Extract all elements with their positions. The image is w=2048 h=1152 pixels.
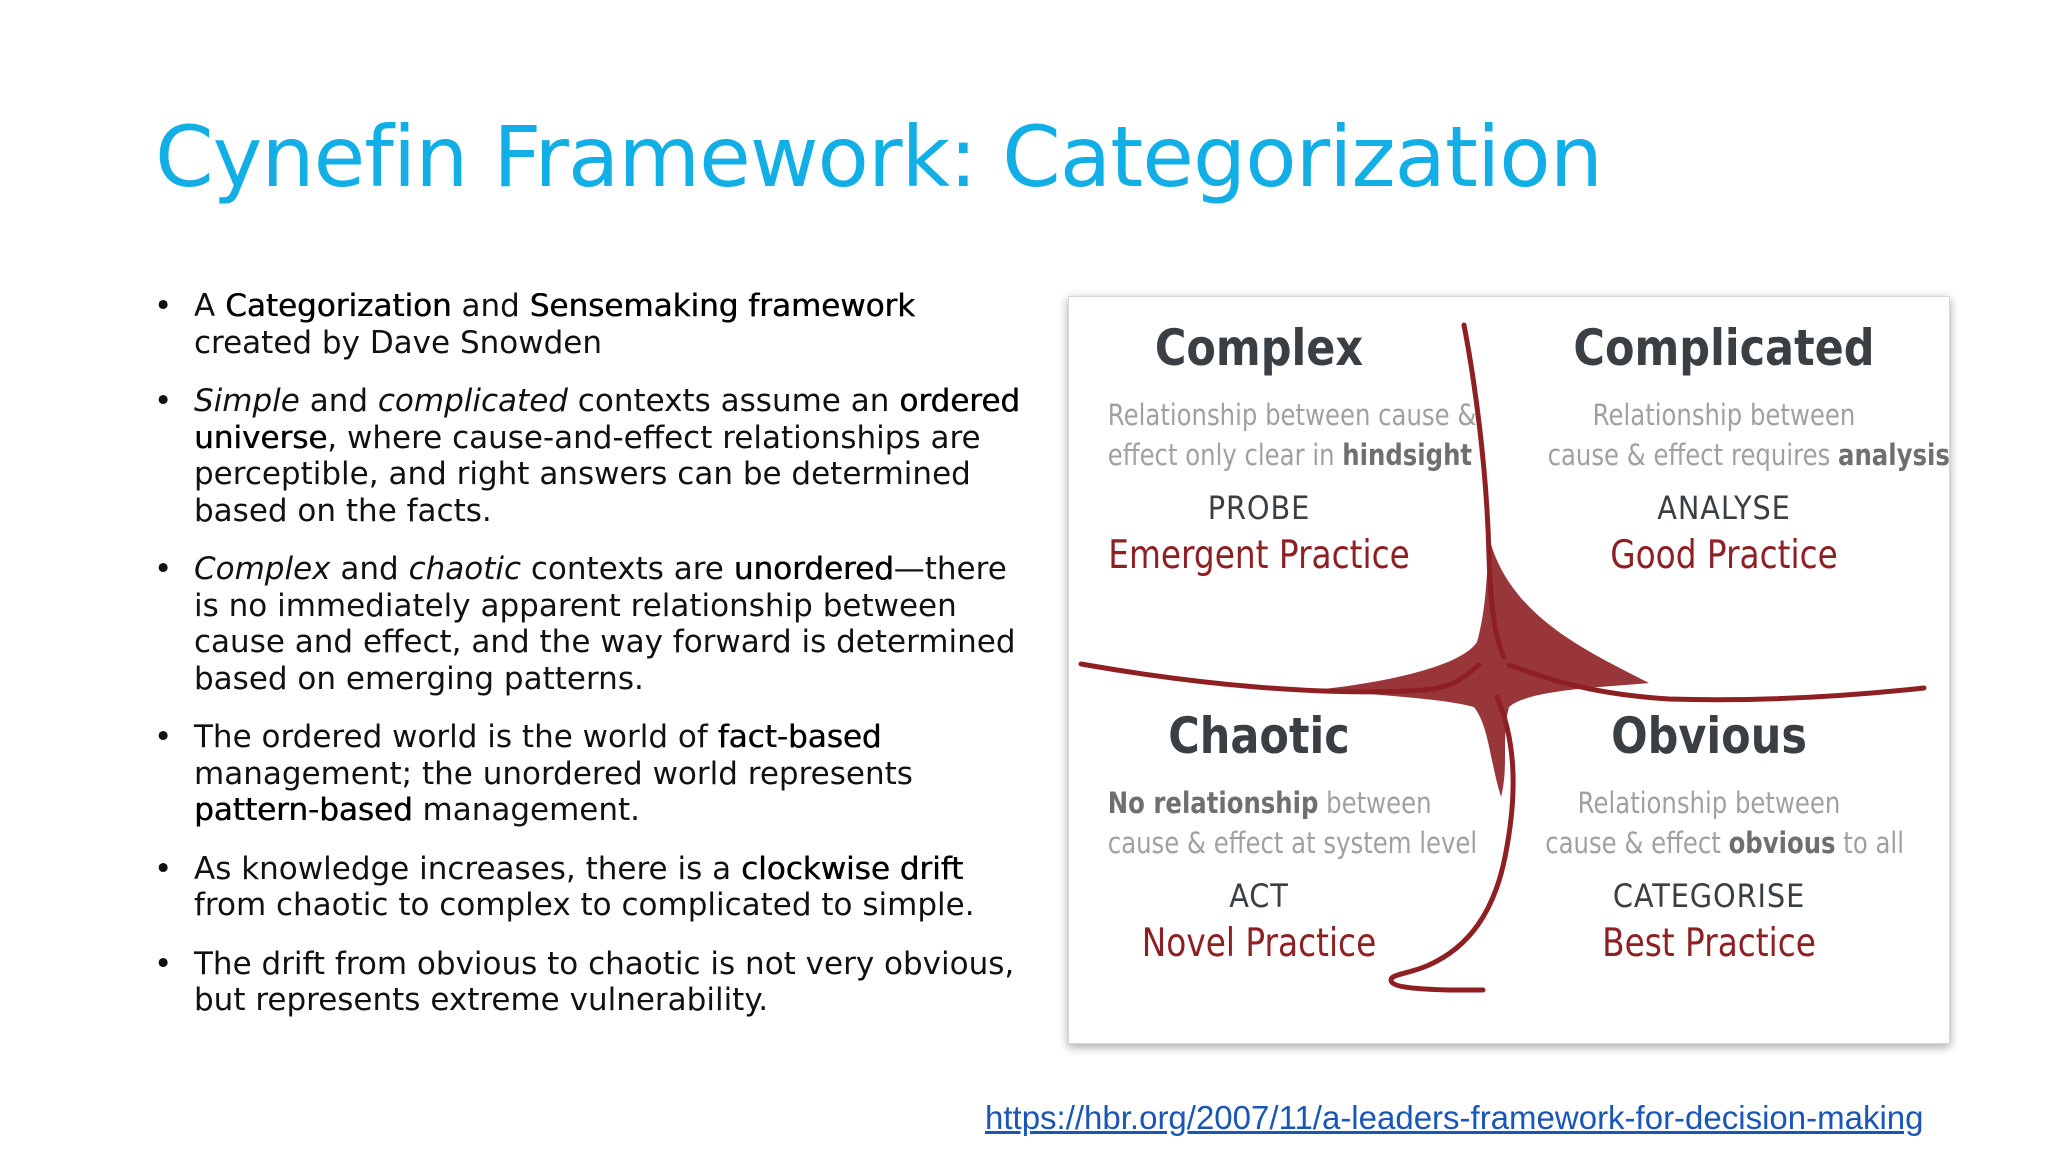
desc-line: Relationship between cause &: [1107, 398, 1477, 432]
bullet-italic-text: chaotic: [408, 551, 522, 587]
slide-title: Cynefin Framework: Categorization: [155, 108, 1603, 206]
quadrant-practice-complex: Emergent Practice: [1108, 533, 1410, 578]
bullet-text: The ordered world is the world of: [194, 719, 718, 755]
bullet-bold-text: ordered universe: [194, 383, 1020, 456]
bullet-bold-text: pattern-based: [194, 792, 413, 828]
quadrant-desc-chaotic: No relationship between cause & effect a…: [1107, 783, 1478, 863]
quadrant-desc-obvious: Relationship between cause & effect obvi…: [1545, 783, 1904, 863]
bullet-text: and: [299, 383, 378, 419]
quadrant-action-chaotic: ACT: [1229, 877, 1289, 915]
source-link[interactable]: https://hbr.org/2007/11/a-leaders-framew…: [985, 1099, 1924, 1136]
bullet-bold-text: unordered: [733, 551, 894, 587]
boundary-shape: [1078, 322, 1927, 993]
bullet-text: and: [451, 288, 530, 324]
disorder-center: [1324, 537, 1649, 797]
quadrant-complex: Complex Relationship between cause & eff…: [1079, 319, 1477, 578]
bullet-item: The drift from obvious to chaotic is not…: [150, 946, 1030, 1019]
quadrant-action-complicated: ANALYSE: [1657, 489, 1791, 527]
bullet-item: Simple and complicated contexts assume a…: [150, 383, 1030, 529]
desc-text: effect only clear in: [1107, 438, 1343, 472]
bullet-text: As knowledge increases, there is a: [194, 850, 741, 887]
bullet-item: As knowledge increases, there is a clock…: [150, 851, 1030, 924]
bullet-text: contexts assume an: [567, 383, 900, 419]
bullet-bold-text: clockwise drift: [740, 850, 964, 887]
bullet-text: created by Dave Snowden: [194, 324, 602, 361]
quadrant-chaotic: Chaotic No relationship between cause & …: [1079, 707, 1478, 966]
quadrant-practice-chaotic: Novel Practice: [1141, 921, 1377, 966]
desc-emphasis: No relationship: [1107, 786, 1319, 820]
bullet-text: —there is no immediately apparent relati…: [194, 551, 1016, 697]
bullet-bold-text: fact-based: [717, 719, 882, 755]
quadrant-title-obvious: Obvious: [1611, 707, 1807, 765]
quadrant-complicated: Complicated Relationship between cause &…: [1514, 319, 1950, 578]
desc-text: cause & effect: [1545, 826, 1729, 860]
desc-line: cause & effect obvious to all: [1545, 823, 1904, 863]
quadrant-title-chaotic: Chaotic: [1168, 707, 1350, 765]
bullet-list: A Categorization and Sensemaking framewo…: [150, 288, 1030, 1041]
desc-emphasis: hindsight: [1342, 438, 1473, 472]
quadrant-title-complex: Complex: [1154, 319, 1364, 377]
desc-line: effect only clear in hindsight: [1107, 435, 1472, 475]
quadrant-title-complicated: Complicated: [1573, 319, 1875, 377]
desc-line: Relationship between: [1577, 786, 1841, 820]
quadrant-desc-complicated: Relationship between cause & effect requ…: [1547, 395, 1950, 475]
quadrant-desc-complex: Relationship between cause & effect only…: [1107, 395, 1477, 475]
quadrant-action-complex: PROBE: [1207, 489, 1311, 527]
bullet-item: The ordered world is the world of fact-b…: [150, 719, 1030, 829]
bullet-text: management; the unordered world represen…: [194, 755, 913, 792]
bullet-italic-text: Simple: [194, 383, 300, 419]
desc-line: Relationship between: [1592, 398, 1856, 432]
quadrant-practice-complicated: Good Practice: [1610, 533, 1838, 578]
bullet-text: contexts are: [521, 551, 734, 587]
bullet-text: management.: [412, 792, 641, 828]
desc-text: cause & effect requires: [1547, 438, 1839, 472]
cynefin-boundary-lines: [1078, 322, 1927, 993]
cynefin-diagram: Complex Relationship between cause & eff…: [1068, 296, 1950, 1044]
bullet-bold-text: Sensemaking framework: [529, 288, 916, 324]
bullet-text: , where cause-and-effect relationships a…: [194, 419, 981, 529]
desc-emphasis: obvious: [1728, 826, 1836, 860]
bullet-italic-text: Complex: [194, 551, 331, 587]
desc-line: cause & effect requires analysis: [1547, 435, 1950, 475]
bullet-bold-text: Categorization: [225, 288, 452, 324]
quadrant-obvious: Obvious Relationship between cause & eff…: [1514, 707, 1904, 966]
quadrant-action-obvious: CATEGORISE: [1612, 877, 1806, 915]
bullet-text: from chaotic to complex to complicated t…: [194, 887, 975, 923]
desc-line: cause & effect at system level: [1107, 826, 1478, 860]
bullet-item: Complex and chaotic contexts are unorder…: [150, 551, 1030, 697]
bullet-text: A: [194, 288, 226, 324]
vertical-boundary-bottom: [1388, 694, 1516, 993]
desc-emphasis: analysis: [1838, 438, 1950, 472]
desc-text: between: [1318, 786, 1432, 820]
bullet-italic-text: complicated: [377, 383, 568, 419]
desc-text: to all: [1835, 826, 1904, 860]
bullet-text: and: [330, 551, 409, 587]
bullet-text: The drift from obvious to chaotic is not…: [194, 945, 1015, 1019]
desc-line: No relationship between: [1107, 783, 1432, 823]
quadrant-practice-obvious: Best Practice: [1602, 921, 1816, 966]
bullet-item: A Categorization and Sensemaking framewo…: [150, 288, 1030, 361]
